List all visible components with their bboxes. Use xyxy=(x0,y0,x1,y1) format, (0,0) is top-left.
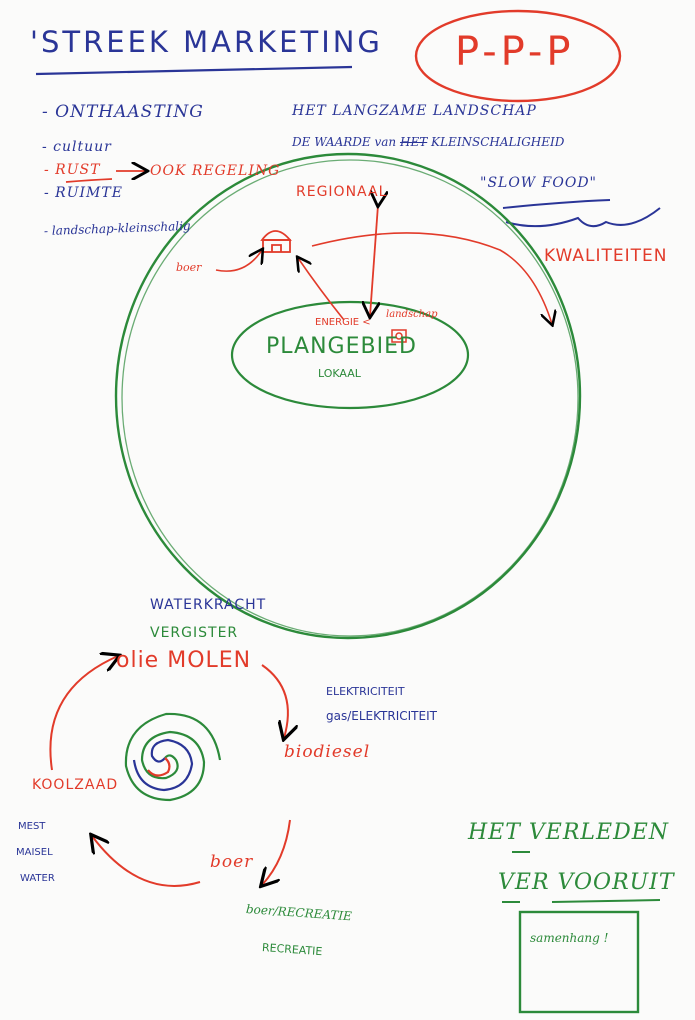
biodiesel-label: biodiesel xyxy=(284,742,371,762)
mest-label: MEST xyxy=(18,821,46,832)
title-underline xyxy=(35,65,353,76)
waarde-line: DE WAARDE van HET KLEINSCHALIGHEID xyxy=(292,136,564,148)
kwaliteiten-arrow xyxy=(311,232,552,324)
cycle-arrow-biodiesel-boer xyxy=(262,819,291,885)
cycle-arrow-koolzaad-olie xyxy=(49,656,118,771)
cycle-arrow-olie-biodiesel xyxy=(261,664,288,738)
lokaal-label: LOKAAL xyxy=(318,367,361,380)
langzame-landschap: HET LANGZAME LANDSCHAP xyxy=(292,103,537,119)
slow-food-underline xyxy=(502,199,611,209)
list-item-rust: - RUST xyxy=(44,162,101,178)
plangebied-label: PLANGEBIED xyxy=(266,334,417,359)
ver-vooruit-label: VER VOORUIT xyxy=(498,870,675,895)
verleden-label: HET VERLEDEN xyxy=(468,820,670,845)
page-title: 'STREEK MARKETING xyxy=(30,25,383,59)
ppp-ellipse xyxy=(414,9,622,103)
waarde-line-struck: HET xyxy=(399,135,428,149)
outer-circle-2 xyxy=(121,159,579,637)
waterkracht-label: WATERKRACHT xyxy=(150,597,267,613)
list-item-ruimte: - RUIMTE xyxy=(44,185,123,201)
boer-arrow xyxy=(215,250,262,272)
landschap-label: landschap xyxy=(386,309,438,320)
elektriciteit-label: ELEKTRICITEIT xyxy=(326,685,405,698)
boer-label: boer xyxy=(176,261,202,274)
slow-food: "SLOW FOOD" xyxy=(480,175,597,191)
boer-cycle-label: boer xyxy=(210,852,254,872)
spiral-icon xyxy=(124,712,222,802)
olie-molen-label: olie MOLEN xyxy=(116,648,252,673)
kwaliteiten: KWALITEITEN xyxy=(544,246,668,266)
vooruit-underline-2 xyxy=(551,899,661,903)
energie-label: ENERGIE < xyxy=(315,317,371,328)
regional-double-arrow xyxy=(370,205,378,316)
list-item-cultuur: - cultuur xyxy=(42,139,112,155)
regionaal-label: REGIONAAL xyxy=(296,184,388,200)
waarde-line-b: KLEINSCHALIGHEID xyxy=(431,135,565,149)
cycle-arrow-boer-koolzaad xyxy=(92,836,201,887)
rust-ook-regeling: OOK REGELING xyxy=(150,163,281,179)
landschap-icon xyxy=(391,329,407,343)
gas-elektriciteit-label: gas/ELEKTRICITEIT xyxy=(326,709,437,723)
waarde-line-a: DE WAARDE van xyxy=(292,135,397,149)
vergister-label: VERGISTER xyxy=(150,625,239,641)
samenhang-label: samenhang ! xyxy=(530,931,609,945)
plangebied-ellipse xyxy=(230,300,470,410)
rust-underline xyxy=(65,178,113,183)
outer-circle xyxy=(114,152,582,640)
samenhang-box xyxy=(518,910,640,1014)
koolzaad-label: KOOLZAAD xyxy=(32,777,119,793)
ppp-label: P-P-P xyxy=(455,29,575,75)
water-label: WATER xyxy=(20,873,55,884)
farm-icon xyxy=(260,230,292,253)
maisel-label: MAISEL xyxy=(16,847,53,858)
energie-arrow xyxy=(298,258,345,321)
slow-food-squiggle xyxy=(505,207,661,228)
list-item-onthaasting: - ONTHAASTING xyxy=(42,102,204,122)
